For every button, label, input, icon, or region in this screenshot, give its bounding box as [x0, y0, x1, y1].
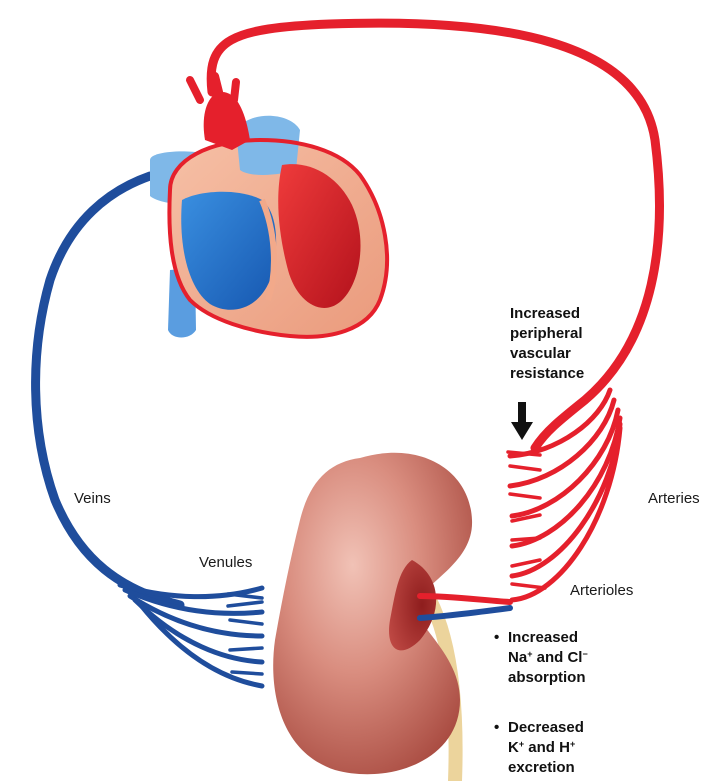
systemic-vein	[36, 176, 180, 605]
excretion-row-1: •Decreased	[494, 718, 584, 738]
excretion-line-3: excretion	[508, 759, 575, 776]
bullet-mark: •	[494, 628, 508, 648]
resistance-line-1: Increased	[510, 304, 584, 324]
excretion-line-1: Decreased	[508, 719, 584, 736]
absorption-line-3: absorption	[508, 669, 586, 686]
excretion-ion-h: and H	[524, 739, 570, 756]
resistance-line-2: peripheral	[510, 324, 584, 344]
absorption-row-2: Na+ and Cl−	[494, 648, 588, 668]
excretion-ion-h-charge: +	[570, 739, 575, 749]
resistance-arrow	[511, 402, 533, 440]
resistance-note: Increased peripheral vascular resistance	[510, 304, 584, 384]
absorption-line-1: Increased	[508, 629, 578, 646]
resistance-line-3: vascular	[510, 344, 584, 364]
absorption-effect: •Increased Na+ and Cl− absorption	[494, 628, 588, 688]
arteries-label: Arteries	[648, 490, 700, 507]
bullet-mark: •	[494, 718, 508, 738]
arterioles-label: Arterioles	[570, 582, 633, 599]
absorption-ion-cl-charge: −	[582, 649, 587, 659]
excretion-row-2: K+ and H+	[494, 738, 584, 758]
absorption-row-3: absorption	[494, 668, 588, 688]
excretion-row-3: excretion	[494, 758, 584, 778]
excretion-ion-k: K	[508, 739, 519, 756]
venules-label: Venules	[199, 554, 252, 571]
resistance-line-4: resistance	[510, 364, 584, 384]
absorption-ion-na: Na	[508, 649, 527, 666]
excretion-effect: •Decreased K+ and H+ excretion	[494, 718, 584, 778]
veins-label: Veins	[74, 490, 111, 507]
absorption-row-1: •Increased	[494, 628, 588, 648]
heart	[150, 76, 387, 338]
absorption-ion-cl: and Cl	[532, 649, 582, 666]
